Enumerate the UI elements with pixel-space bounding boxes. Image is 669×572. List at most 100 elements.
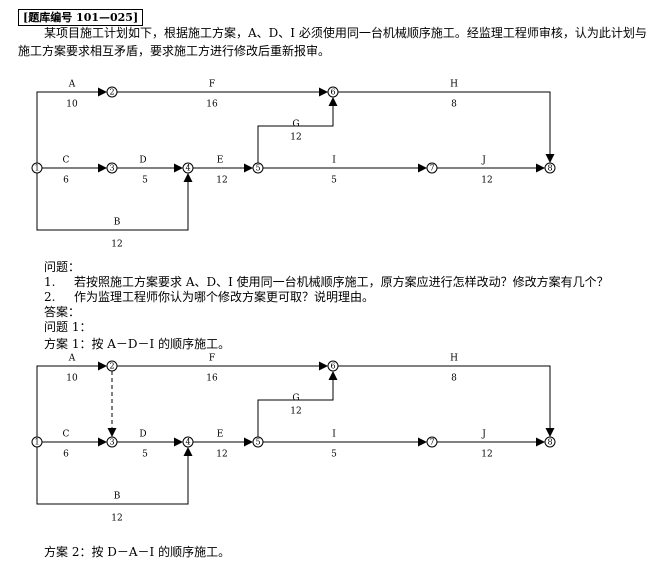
node-3 (106, 162, 118, 174)
activity-a-duration: 10 (66, 100, 78, 110)
activity-i-arrowhead (418, 437, 427, 447)
activity-b-line (36, 173, 189, 231)
activity-b-arrowhead (183, 447, 193, 456)
plan-1-label: 方案 1：按 A－D－I 的顺序施工。 (44, 337, 231, 351)
activity-b-name: B (114, 218, 121, 228)
activity-c-name: C (63, 430, 70, 440)
node-8-label: 8 (547, 164, 552, 173)
node-5-label: 5 (255, 438, 260, 447)
node-7-label: 7 (429, 164, 434, 173)
node-4-label: 4 (185, 164, 190, 173)
node-6-label: 6 (330, 362, 335, 371)
intro-line-1: 某项目施工计划如下，根据施工方案，A、D、I 必须使用同一台机械顺序施工。经监理… (44, 26, 647, 40)
node-3-label: 3 (109, 164, 114, 173)
activity-c-duration: 6 (63, 176, 69, 186)
node-2-label: 2 (109, 88, 114, 97)
node-6 (327, 86, 339, 98)
activity-j-duration: 12 (481, 176, 492, 186)
activity-e-duration: 12 (216, 450, 227, 460)
activity-c-name: C (63, 156, 70, 166)
activity-g-duration: 12 (290, 133, 301, 143)
activity-g-line (257, 106, 334, 163)
node-6 (327, 360, 339, 372)
activity-f-name: F (209, 80, 215, 90)
activity-b-name: B (114, 492, 121, 502)
activity-g-line (257, 380, 334, 437)
activity-e-arrowhead (244, 437, 253, 447)
activity-a-line (36, 91, 98, 163)
activity-a-arrowhead (98, 361, 107, 371)
activity-e-duration: 12 (216, 176, 227, 186)
activity-a-line (36, 365, 98, 437)
node-5 (252, 436, 264, 448)
node-6-label: 6 (330, 88, 335, 97)
activity-b-arrowhead (183, 173, 193, 182)
activity-b-line (36, 447, 189, 505)
activity-h-line (338, 365, 551, 428)
node-7 (426, 436, 438, 448)
activity-i-name: I (332, 156, 336, 166)
activity-a-name: A (68, 354, 76, 364)
activity-e-name: E (217, 430, 224, 440)
node-2 (106, 360, 118, 372)
activity-d-duration: 5 (142, 450, 148, 460)
node-3-label: 3 (109, 438, 114, 447)
node-2-label: 2 (109, 362, 114, 371)
node-4-label: 4 (185, 438, 190, 447)
activity-f-arrowhead (319, 87, 328, 97)
plan-2-label: 方案 2：按 D－A－I 的顺序施工。 (44, 545, 231, 559)
activity-c-duration: 6 (63, 450, 69, 460)
activity-h-line (338, 91, 551, 154)
activity-e-arrowhead (244, 163, 253, 173)
activity-d-arrowhead (174, 163, 183, 173)
dummy-activity-2-3-arrowhead (107, 428, 117, 437)
activity-i-duration: 5 (331, 450, 337, 460)
activity-h-name: H (450, 80, 458, 90)
activity-f-name: F (209, 354, 215, 364)
node-4 (182, 436, 194, 448)
node-8 (544, 162, 556, 174)
activity-i-arrowhead (418, 163, 427, 173)
answer-question-1: 问题 1： (44, 320, 92, 334)
question-1-text: 若按照施工方案要求 A、D、I 使用同一台机械顺序施工，原方案应进行怎样改动？修… (74, 275, 609, 289)
node-7 (426, 162, 438, 174)
activity-g-arrowhead (328, 371, 338, 380)
activity-b-duration: 12 (111, 514, 122, 524)
activity-j-arrowhead (536, 437, 545, 447)
activity-h-duration: 8 (451, 100, 457, 110)
activity-f-arrowhead (319, 361, 328, 371)
activity-d-arrowhead (174, 437, 183, 447)
question-id-label: [题库编号 101—025] (18, 9, 144, 26)
node-8-label: 8 (547, 438, 552, 447)
node-1 (31, 436, 43, 448)
activity-a-arrowhead (98, 87, 107, 97)
activity-e-name: E (217, 156, 224, 166)
intro-line-2: 施工方案要求相互矛盾，要求施工方进行修改后重新报审。 (18, 44, 331, 58)
node-7-label: 7 (429, 438, 434, 447)
node-4 (182, 162, 194, 174)
activity-a-duration: 10 (66, 374, 78, 384)
activity-d-name: D (139, 430, 146, 440)
activity-j-arrowhead (536, 163, 545, 173)
activity-i-duration: 5 (331, 176, 337, 186)
answer-title: 答案： (44, 305, 81, 319)
node-5 (252, 162, 264, 174)
activity-f-duration: 16 (206, 374, 218, 384)
activity-b-duration: 12 (111, 240, 122, 250)
node-3 (106, 436, 118, 448)
activity-j-duration: 12 (481, 450, 492, 460)
activity-h-name: H (450, 354, 458, 364)
node-1 (31, 162, 43, 174)
activity-d-name: D (139, 156, 146, 166)
activity-g-duration: 12 (290, 407, 301, 417)
question-1-number: 1. (44, 275, 56, 289)
questions-title: 问题： (44, 260, 81, 274)
activity-d-duration: 5 (142, 176, 148, 186)
node-2 (106, 86, 118, 98)
activity-h-arrowhead (545, 154, 555, 163)
activity-c-arrowhead (98, 163, 107, 173)
activity-h-duration: 8 (451, 374, 457, 384)
activity-g-name: G (292, 394, 299, 404)
activity-f-duration: 16 (206, 100, 218, 110)
